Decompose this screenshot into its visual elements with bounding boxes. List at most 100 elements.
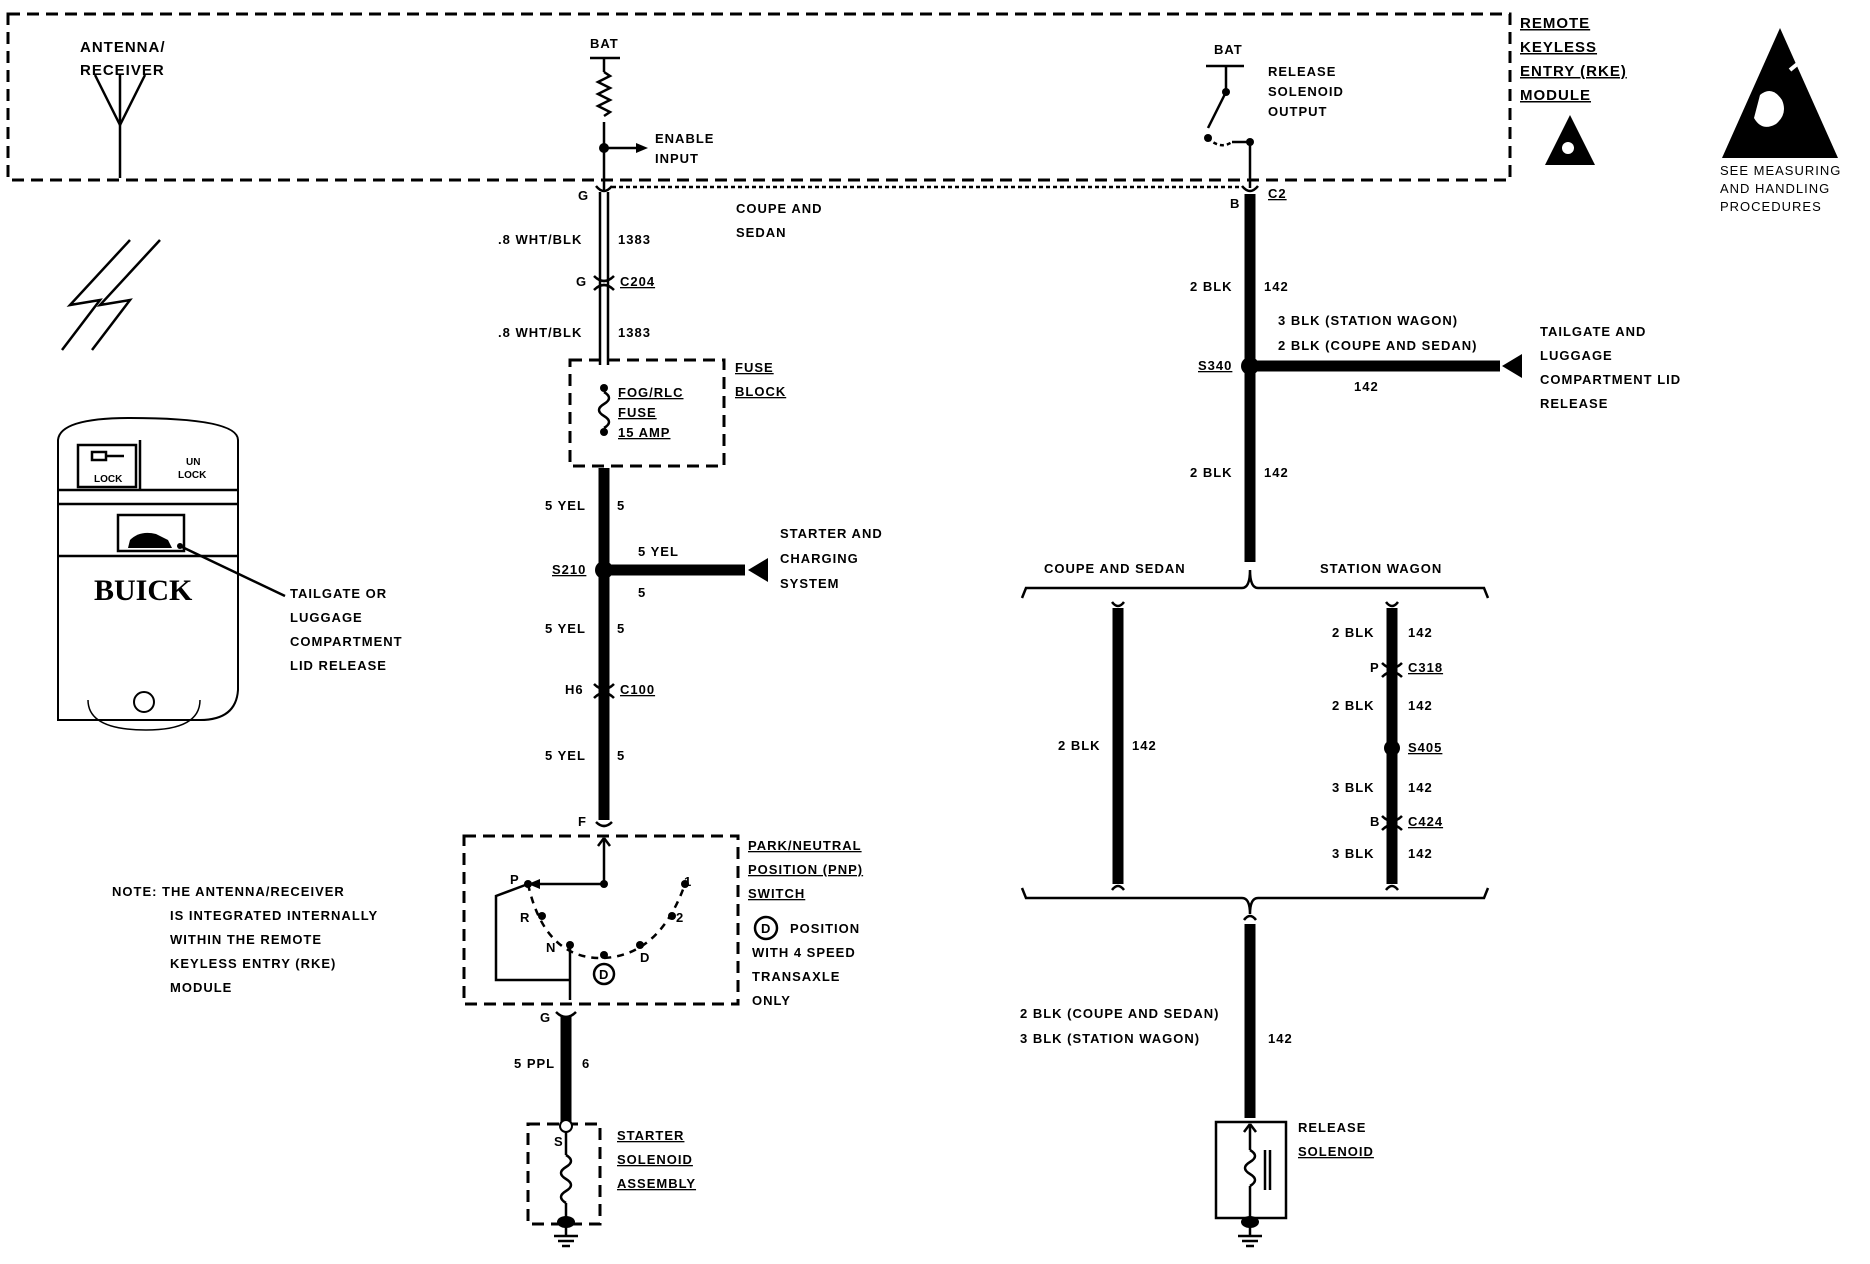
svg-text:SEE MEASURING: SEE MEASURING: [1720, 163, 1841, 178]
antenna-label-2: RECEIVER: [80, 62, 165, 79]
antenna-label: ANTENNA/: [80, 39, 166, 56]
antenna-icon: [93, 74, 147, 178]
starter-charging-label-3: SYSTEM: [780, 576, 839, 591]
esd-warning-icon: [1722, 28, 1838, 158]
radio-signal-icon: [61, 239, 161, 351]
ckt-5-b: 5: [617, 621, 625, 636]
fob-callout-4: LID RELEASE: [290, 658, 387, 673]
enable-input-label: ENABLE: [655, 131, 714, 146]
wire-yel-1: 5 YEL: [545, 498, 586, 513]
starter-charging-label: STARTER AND: [780, 526, 883, 541]
starter-charging-label-2: CHARGING: [780, 551, 859, 566]
release-solenoid-label: RELEASE: [1298, 1120, 1366, 1135]
starter-solenoid-label: STARTER: [617, 1128, 684, 1143]
wire-wagon-line: 3 BLK (STATION WAGON): [1278, 313, 1458, 328]
wagon-ckt-4: 142: [1408, 846, 1433, 861]
coupe-sedan-note: COUPE AND: [736, 201, 823, 216]
wagon-ckt-1: 142: [1408, 625, 1433, 640]
svg-text:1: 1: [684, 874, 692, 889]
switch-position-labels: P R N D 2 1: [510, 872, 692, 965]
tailgate-label-3: COMPARTMENT LID: [1540, 372, 1681, 387]
ckt-142-b: 142: [1264, 465, 1289, 480]
pin-f: F: [578, 814, 587, 829]
c424-pin: B: [1370, 814, 1380, 829]
wagon-blk-3: 3 BLK: [1332, 780, 1375, 795]
note-line-2: IS INTEGRATED INTERNALLY: [170, 908, 378, 923]
ground-icon-right: [1238, 1228, 1262, 1248]
wagon-ckt-2: 142: [1408, 698, 1433, 713]
svg-text:REMOTE: REMOTE: [1520, 15, 1590, 32]
fuse-block-label-2: BLOCK: [735, 384, 786, 399]
ckt-5-a: 5: [617, 498, 625, 513]
coupe-sedan-note-2: SEDAN: [736, 225, 787, 240]
d-position-label-2: WITH 4 SPEED: [752, 945, 856, 960]
splice-s405: S405: [1408, 740, 1442, 755]
esd-small-icon: [1545, 115, 1595, 165]
wagon-blk-4: 3 BLK: [1332, 846, 1375, 861]
c100-pin: H6: [565, 682, 584, 697]
fob-callout-2: LUGGAGE: [290, 610, 363, 625]
wire-blk-2: 2 BLK: [1190, 465, 1233, 480]
pnp-label-3: SWITCH: [748, 886, 805, 901]
ckt-1383-a: 1383: [618, 232, 651, 247]
svg-text:D: D: [640, 950, 650, 965]
splice-s340: S340: [1198, 358, 1232, 373]
note-line-3: WITHIN THE REMOTE: [170, 932, 322, 947]
ground-icon: [554, 1228, 578, 1248]
wire-yel-branch: 5 YEL: [638, 544, 679, 559]
rke-module-box: [6, 12, 1512, 182]
enable-input-label-2: INPUT: [655, 151, 699, 166]
ckt-142-a: 142: [1264, 279, 1289, 294]
c204-pin: G: [576, 274, 587, 289]
wagon-blk-2: 2 BLK: [1332, 698, 1375, 713]
release-output-label-3: OUTPUT: [1268, 104, 1327, 119]
starter-solenoid-label-3: ASSEMBLY: [617, 1176, 696, 1191]
svg-text:N: N: [546, 940, 556, 955]
tailgate-label-2: LUGGAGE: [1540, 348, 1613, 363]
tailgate-label-4: RELEASE: [1540, 396, 1608, 411]
pnp-label-2: POSITION (PNP): [748, 862, 863, 877]
fuse-block-label: FUSE: [735, 360, 774, 375]
wire-yel-2: 5 YEL: [545, 621, 586, 636]
note-line-1: NOTE: THE ANTENNA/RECEIVER: [112, 884, 345, 899]
fuse-label-2: FUSE: [618, 405, 657, 420]
wire-blk-1: 2 BLK: [1190, 279, 1233, 294]
svg-text:2: 2: [676, 910, 684, 925]
bottom-ckt: 142: [1268, 1031, 1293, 1046]
fuse-label: FOG/RLC: [618, 385, 684, 400]
d-position-key: D: [761, 921, 771, 936]
svg-text:PROCEDURES: PROCEDURES: [1720, 199, 1822, 214]
splice-s210: S210: [552, 562, 586, 577]
connector-c318: C318: [1408, 660, 1443, 675]
d-position-symbol: D: [599, 967, 609, 982]
svg-text:ENTRY (RKE): ENTRY (RKE): [1520, 63, 1627, 80]
c318-pin: P: [1370, 660, 1380, 675]
wagon-blk-1: 2 BLK: [1332, 625, 1375, 640]
coupe-ckt: 142: [1132, 738, 1157, 753]
d-position-label-4: ONLY: [752, 993, 791, 1008]
bottom-wagon-wire: 3 BLK (STATION WAGON): [1020, 1031, 1200, 1046]
connector-c424: C424: [1408, 814, 1443, 829]
connector-c204: C204: [620, 274, 655, 289]
fob-callout: TAILGATE OR: [290, 586, 387, 601]
pnp-label: PARK/NEUTRAL: [748, 838, 862, 853]
key-icon: [90, 450, 124, 462]
svg-text:AND HANDLING: AND HANDLING: [1720, 181, 1830, 196]
note-line-5: MODULE: [170, 980, 232, 995]
solenoid-s: S: [554, 1134, 564, 1149]
bat-label-right: BAT: [1214, 42, 1243, 57]
bat-label-left: BAT: [590, 36, 619, 51]
bottom-coupe-wire: 2 BLK (COUPE AND SEDAN): [1020, 1006, 1219, 1021]
svg-text:P: P: [510, 872, 520, 887]
ckt-6: 6: [582, 1056, 590, 1071]
c2-pin: B: [1230, 196, 1240, 211]
ckt-5-c: 5: [617, 748, 625, 763]
key-fob: [56, 416, 239, 731]
wire-coupe-line: 2 BLK (COUPE AND SEDAN): [1278, 338, 1477, 353]
starter-solenoid-label-2: SOLENOID: [617, 1152, 693, 1167]
wire-1383-a: .8 WHT/BLK: [498, 232, 582, 247]
tailgate-label: TAILGATE AND: [1540, 324, 1646, 339]
fob-lock-label: LOCK: [94, 474, 123, 485]
d-position-label: POSITION: [790, 921, 860, 936]
